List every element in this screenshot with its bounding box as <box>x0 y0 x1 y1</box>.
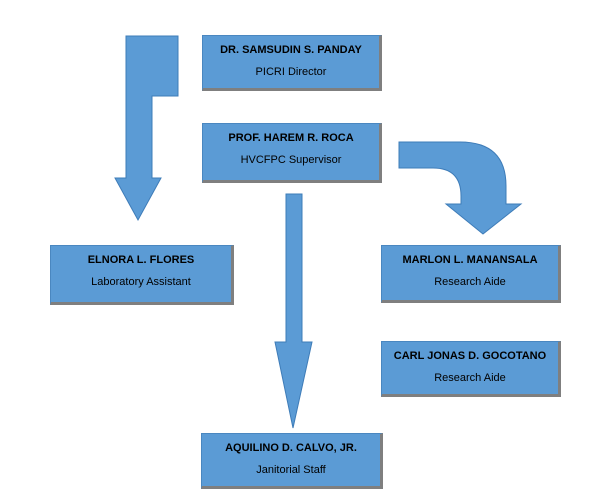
research-aide-1-role: Research Aide <box>434 276 506 288</box>
research-aide-1-name: MARLON L. MANANSALA <box>402 254 538 266</box>
arrow-to-janitor <box>274 193 313 429</box>
janitor-role: Janitorial Staff <box>256 464 326 476</box>
director-box: DR. SAMSUDIN S. PANDAY PICRI Director <box>202 35 382 91</box>
lab-assistant-name: ELNORA L. FLORES <box>87 254 195 266</box>
research-aide-2-box: CARL JONAS D. GOCOTANO Research Aide <box>381 341 561 397</box>
janitor-box: AQUILINO D. CALVO, JR. Janitorial Staff <box>201 433 383 489</box>
research-aide-1-box: MARLON L. MANANSALA Research Aide <box>381 245 561 303</box>
director-name: DR. SAMSUDIN S. PANDAY <box>220 44 362 56</box>
supervisor-name: PROF. HAREM R. ROCA <box>228 132 354 144</box>
arrow-to-research-aide <box>398 141 523 235</box>
supervisor-role: HVCFPC Supervisor <box>240 154 342 166</box>
research-aide-2-role: Research Aide <box>434 372 506 384</box>
janitor-name: AQUILINO D. CALVO, JR. <box>225 442 357 454</box>
director-role: PICRI Director <box>255 66 327 78</box>
research-aide-2-name: CARL JONAS D. GOCOTANO <box>393 350 547 362</box>
lab-assistant-box: ELNORA L. FLORES Laboratory Assistant <box>50 245 234 305</box>
lab-assistant-role: Laboratory Assistant <box>91 276 191 288</box>
arrow-to-lab-assistant <box>114 35 179 222</box>
supervisor-box: PROF. HAREM R. ROCA HVCFPC Supervisor <box>202 123 382 183</box>
